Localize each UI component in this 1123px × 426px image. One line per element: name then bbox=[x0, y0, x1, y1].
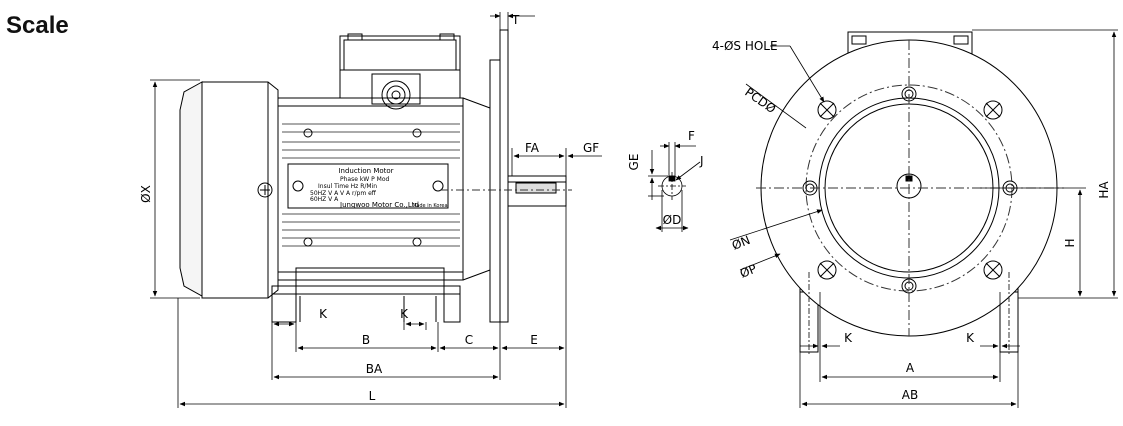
nameplate-row5: 60HZ V A bbox=[310, 196, 339, 203]
nameplate-row2: Insul Time Hz R/Min bbox=[318, 183, 377, 190]
dim-f: F bbox=[688, 129, 695, 143]
dim-ge: GE bbox=[627, 154, 641, 171]
dim-t: T bbox=[511, 13, 520, 27]
side-view bbox=[179, 29, 572, 323]
dim-fa: FA bbox=[525, 141, 540, 155]
motor-body bbox=[277, 97, 491, 281]
cooling-fins bbox=[282, 123, 460, 247]
dim-hole-note: 4-ØS HOLE bbox=[712, 39, 778, 53]
shaft bbox=[507, 175, 567, 207]
dim-dia-n: ØN bbox=[730, 233, 752, 253]
front-view-dimension-lines bbox=[729, 29, 1118, 408]
dim-ha: HA bbox=[1097, 181, 1111, 199]
nameplate-row1: Phase kW P Mod bbox=[340, 176, 390, 183]
feet bbox=[271, 267, 461, 323]
dim-a: A bbox=[906, 361, 915, 375]
nameplate bbox=[287, 163, 449, 209]
dim-e: E bbox=[530, 333, 538, 347]
dim-gf: GF bbox=[583, 141, 599, 155]
dim-ab: AB bbox=[902, 388, 918, 402]
nameplate-row3: V A r/pm eff bbox=[340, 190, 377, 197]
side-bolt-icon bbox=[257, 182, 273, 198]
flange bbox=[489, 29, 509, 323]
dim-k-right: K bbox=[400, 307, 409, 321]
nameplate-row4: 50HZ V A bbox=[310, 190, 339, 197]
side-view-labels: ØX T FA GF K K B C E BA L bbox=[139, 13, 599, 403]
dim-k-left: K bbox=[319, 307, 328, 321]
page-title: Scale bbox=[6, 12, 69, 39]
dim-dia-d: ØD bbox=[663, 213, 682, 227]
dim-h: H bbox=[1063, 238, 1077, 247]
nameplate-origin: Made in Korea bbox=[412, 203, 448, 209]
dim-dia-x: ØX bbox=[139, 185, 153, 203]
terminal-box bbox=[339, 33, 461, 110]
dim-k-right-front: K bbox=[966, 331, 975, 345]
dim-c: C bbox=[465, 333, 473, 347]
fan-cover bbox=[179, 81, 279, 299]
dim-k-left-front: K bbox=[844, 331, 853, 345]
dim-b: B bbox=[362, 333, 370, 347]
dim-l: L bbox=[369, 389, 376, 403]
shaft-end-view bbox=[648, 142, 701, 232]
front-view bbox=[756, 31, 1064, 356]
dim-j: J bbox=[699, 154, 704, 168]
nameplate-title: Induction Motor bbox=[338, 167, 393, 175]
dim-dia-p: ØP bbox=[738, 262, 759, 281]
dim-ba: BA bbox=[366, 362, 383, 376]
nameplate-maker: Jungwoo Motor Co.,Ltd bbox=[339, 201, 419, 209]
nameplate-text: Induction Motor Phase kW P Mod Insul Tim… bbox=[310, 167, 448, 209]
side-view-dimension-lines bbox=[150, 12, 602, 408]
dim-pcd: PCDØ bbox=[742, 85, 778, 116]
shaft-end-labels: GE F J ØD bbox=[627, 129, 704, 227]
flange-mounting-holes bbox=[817, 100, 1003, 280]
